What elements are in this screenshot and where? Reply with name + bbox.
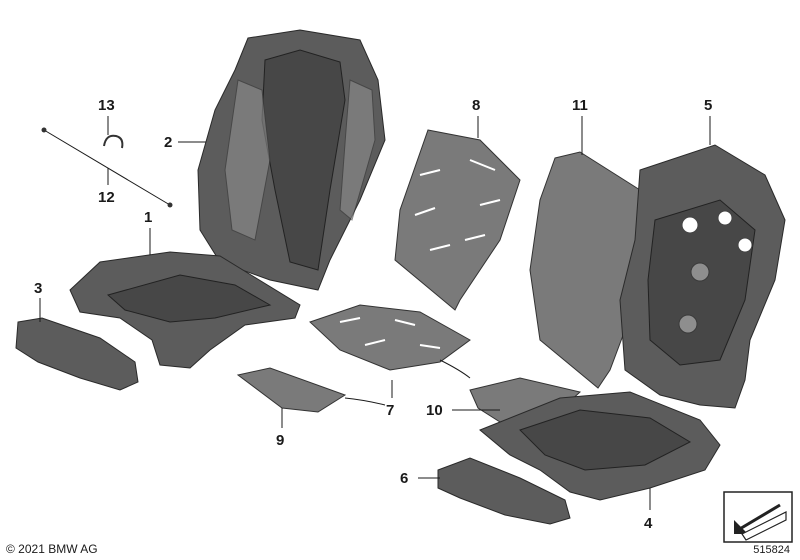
part-seat-frame[interactable]: [479, 391, 721, 501]
part-side-bolster-right[interactable]: [437, 457, 571, 525]
callout-5: 5: [704, 97, 712, 114]
callout-10: 10: [426, 402, 443, 419]
part-backrest-heating-mat[interactable]: [394, 129, 521, 311]
part-side-bolster-left[interactable]: [15, 317, 139, 391]
callout-4: 4: [644, 515, 653, 532]
callout-12: 12: [98, 189, 115, 206]
arrow-orientation-icon: [723, 491, 793, 543]
part-seat-upholstery[interactable]: [69, 251, 301, 369]
callout-6: 6: [400, 470, 408, 487]
callout-9: 9: [276, 432, 284, 449]
callout-7: 7: [386, 402, 394, 419]
leader-lines: [39, 116, 711, 510]
part-backrest-cover[interactable]: [529, 151, 646, 389]
callout-labels: 1 2 3 4 5 6 7 8 9 10 11 12 13: [34, 97, 712, 532]
callout-13: 13: [98, 97, 115, 114]
part-clip[interactable]: [103, 134, 124, 149]
part-sensor-mat[interactable]: [236, 367, 386, 413]
callout-1: 1: [144, 209, 152, 226]
callout-2: 2: [164, 134, 172, 151]
part-seat-heating-mat[interactable]: [309, 304, 471, 379]
callout-3: 3: [34, 280, 42, 297]
callout-11: 11: [572, 97, 588, 114]
callout-8: 8: [472, 97, 480, 114]
part-backrest-upholstery[interactable]: [197, 29, 386, 291]
part-backrest-frame[interactable]: [619, 144, 786, 409]
copyright-text: © 2021 BMW AG: [6, 542, 98, 556]
part-cable[interactable]: [41, 127, 173, 208]
reference-number: 515824: [753, 544, 790, 556]
